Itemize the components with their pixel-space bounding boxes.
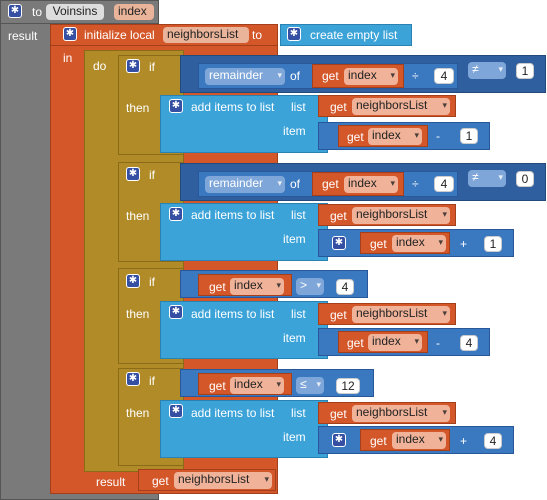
- get-label: get: [370, 237, 387, 251]
- minus-label: -: [436, 129, 440, 143]
- gear-icon[interactable]: ✱: [126, 167, 140, 181]
- add-items-block-2[interactable]: [160, 203, 328, 261]
- gear-icon[interactable]: ✱: [332, 236, 346, 250]
- neighbors-dropdown[interactable]: neighborsList: [352, 306, 450, 323]
- number-field[interactable]: 1: [516, 63, 534, 79]
- result-label: result: [96, 475, 126, 489]
- get-label: get: [370, 434, 387, 448]
- number-field[interactable]: 4: [434, 68, 454, 84]
- item-label: item: [283, 232, 306, 246]
- get-label: get: [347, 336, 364, 350]
- gear-icon[interactable]: ✱: [126, 59, 140, 73]
- plus-label: +: [460, 237, 468, 251]
- neighbors-dropdown[interactable]: neighborsList: [352, 207, 450, 224]
- gear-icon[interactable]: ✱: [63, 27, 77, 41]
- list-label: list: [291, 100, 306, 114]
- gear-icon[interactable]: ✱: [169, 99, 183, 113]
- of-label: of: [290, 177, 301, 191]
- add-items-label: add items to list: [191, 307, 275, 321]
- neighbors-dropdown[interactable]: neighborsList: [174, 472, 272, 489]
- number-field[interactable]: 12: [336, 378, 360, 394]
- then-label: then: [126, 101, 150, 115]
- get-label: get: [347, 130, 364, 144]
- param-index-field[interactable]: index: [114, 4, 154, 20]
- index-dropdown[interactable]: index: [344, 176, 398, 193]
- get-label: get: [322, 69, 339, 83]
- procedure-name-field[interactable]: Voinsins: [46, 4, 104, 20]
- if-label: if: [149, 374, 155, 388]
- do-label: do: [93, 59, 107, 73]
- init-var-field[interactable]: neighborsList: [163, 27, 249, 43]
- add-items-label: add items to list: [191, 100, 275, 114]
- proc-result-label: result: [8, 29, 38, 43]
- neighbors-dropdown[interactable]: neighborsList: [352, 405, 450, 422]
- item-label: item: [283, 124, 306, 138]
- gear-icon[interactable]: ✱: [126, 274, 140, 288]
- index-dropdown[interactable]: index: [368, 334, 422, 351]
- compare-dropdown[interactable]: ≠: [468, 62, 506, 79]
- compare-dropdown[interactable]: >: [296, 278, 324, 295]
- add-items-block-4[interactable]: [160, 400, 328, 458]
- index-dropdown[interactable]: index: [230, 377, 284, 394]
- number-field[interactable]: 4: [434, 176, 454, 192]
- then-label: then: [126, 307, 150, 321]
- number-field[interactable]: 1: [484, 236, 502, 252]
- item-label: item: [283, 430, 306, 444]
- then-label: then: [126, 209, 150, 223]
- get-label: get: [330, 100, 347, 114]
- add-items-block-3[interactable]: [160, 301, 328, 359]
- number-field[interactable]: 4: [336, 279, 354, 295]
- init-to-label: to: [252, 28, 263, 42]
- gear-icon[interactable]: ✱: [169, 207, 183, 221]
- index-dropdown[interactable]: index: [392, 235, 446, 252]
- gear-icon[interactable]: ✱: [169, 404, 183, 418]
- gear-icon[interactable]: ✱: [169, 305, 183, 319]
- add-items-label: add items to list: [191, 208, 275, 222]
- then-label: then: [126, 406, 150, 420]
- list-label: list: [291, 406, 306, 420]
- get-label: get: [330, 209, 347, 223]
- index-dropdown[interactable]: index: [392, 432, 446, 449]
- plus-label: +: [460, 434, 468, 448]
- number-field[interactable]: 1: [460, 128, 478, 144]
- number-field[interactable]: 0: [516, 171, 534, 187]
- proc-to-label: to: [32, 5, 43, 19]
- create-empty-list-block[interactable]: [280, 24, 412, 46]
- number-field[interactable]: 4: [484, 433, 502, 449]
- minus-label: -: [436, 336, 440, 350]
- get-label: get: [322, 177, 339, 191]
- neighbors-dropdown[interactable]: neighborsList: [352, 98, 450, 115]
- get-label: get: [209, 280, 226, 294]
- divide-label: ÷: [412, 177, 419, 191]
- add-items-block-1[interactable]: [160, 95, 328, 153]
- get-label: get: [330, 407, 347, 421]
- remainder-dropdown[interactable]: remainder: [205, 68, 285, 85]
- of-label: of: [290, 69, 301, 83]
- if-label: if: [149, 168, 155, 182]
- number-field[interactable]: 4: [460, 335, 478, 351]
- init-label: initialize local: [84, 28, 155, 42]
- get-label: get: [209, 379, 226, 393]
- get-label: get: [330, 308, 347, 322]
- gear-icon[interactable]: ✱: [126, 372, 140, 386]
- gear-icon[interactable]: ✱: [8, 4, 22, 18]
- list-label: list: [291, 208, 306, 222]
- gear-icon[interactable]: ✱: [332, 433, 346, 447]
- remainder-dropdown[interactable]: remainder: [205, 176, 285, 193]
- index-dropdown[interactable]: index: [368, 128, 422, 145]
- if-label: if: [149, 60, 155, 74]
- item-label: item: [283, 331, 306, 345]
- add-items-label: add items to list: [191, 406, 275, 420]
- index-dropdown[interactable]: index: [230, 278, 284, 295]
- in-label: in: [63, 51, 73, 65]
- divide-label: ÷: [412, 69, 419, 83]
- index-dropdown[interactable]: index: [344, 68, 398, 85]
- compare-dropdown[interactable]: ≤: [296, 377, 324, 394]
- list-label: list: [291, 307, 306, 321]
- if-label: if: [149, 275, 155, 289]
- create-empty-list-label: create empty list: [310, 28, 398, 42]
- get-label: get: [152, 474, 169, 488]
- gear-icon[interactable]: ✱: [287, 27, 301, 41]
- compare-dropdown[interactable]: ≠: [468, 170, 506, 187]
